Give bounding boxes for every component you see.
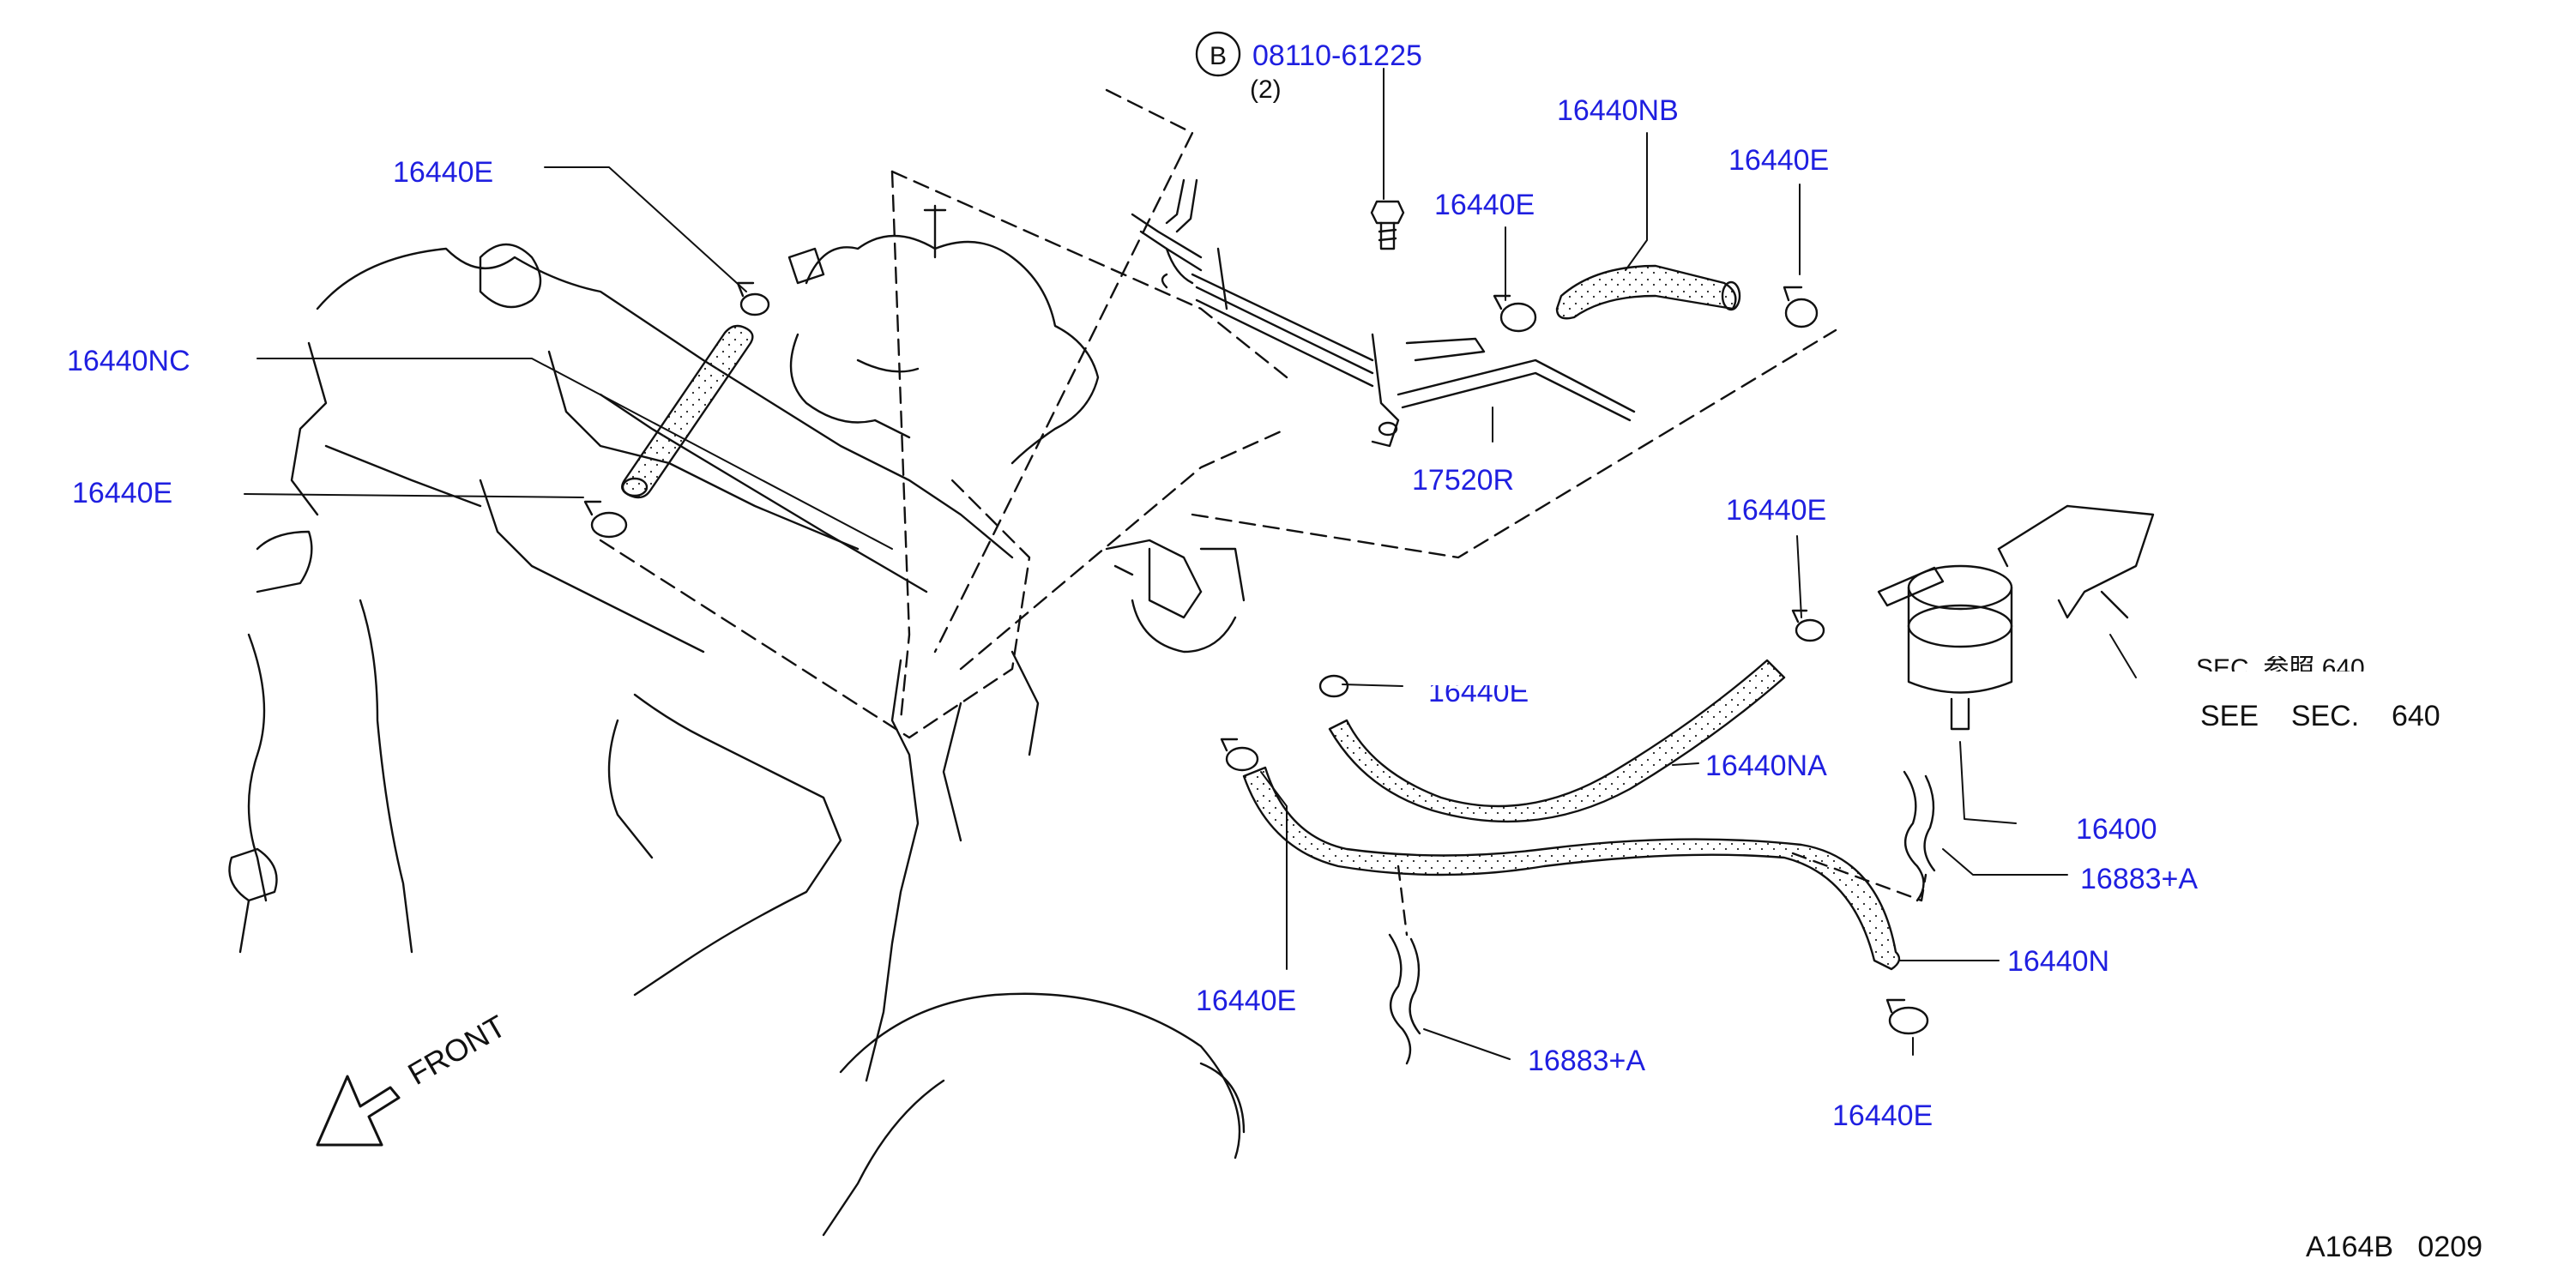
label-clamp-center-lower: 16440E xyxy=(1196,985,1297,1017)
hose-n xyxy=(1242,766,1901,971)
bolt xyxy=(1370,200,1405,250)
clamp-bottom-right xyxy=(1885,998,1929,1035)
label-bolt-code: 08110-61225 xyxy=(1252,39,1422,72)
label-see-sec: SEE SEC. 640 xyxy=(2200,700,2440,732)
label-clamp-left-mid: 16440E xyxy=(72,477,173,509)
bolt-marker-letter: B xyxy=(1210,42,1227,70)
label-clip-lower: 16883+A xyxy=(1528,1045,1646,1077)
intake-component xyxy=(787,204,1100,465)
label-ref-code: A164B 0209 xyxy=(2306,1231,2483,1263)
filter-bracket xyxy=(1997,504,2155,619)
hose-nb xyxy=(1555,264,1737,320)
clamp-left-mid xyxy=(583,500,628,539)
label-hose-na: 16440NA xyxy=(1705,750,1827,782)
clamp-center-partial xyxy=(1318,674,1349,698)
label-hose-n: 16440N xyxy=(2007,945,2110,978)
label-clip-right: 16883+A xyxy=(2080,863,2199,895)
label-clamp-top-left: 16440E xyxy=(393,156,494,189)
label-hose-nc: 16440NC xyxy=(67,345,190,377)
label-see-sec-cjk: SEC. 参照 640 xyxy=(2196,654,2365,683)
tube-assembly xyxy=(1131,178,1636,448)
label-clamp-top-mid: 16440E xyxy=(1434,189,1535,221)
front-arrow-icon xyxy=(316,1075,401,1147)
clamp-top-mid xyxy=(1493,294,1537,333)
label-clamp-top-right: 16440E xyxy=(1728,144,1830,177)
clip-lower xyxy=(1388,933,1421,1065)
label-filter: 16400 xyxy=(2076,813,2157,846)
clamp-center-lower xyxy=(1220,738,1259,772)
label-clamp-right-upper: 16440E xyxy=(1726,494,1827,527)
label-clamp-bottom-right: 16440E xyxy=(1832,1099,1934,1132)
hose-na xyxy=(1328,659,1786,823)
engine-block-outline xyxy=(228,243,1246,1237)
dashed-outline-tube xyxy=(933,88,1194,654)
fuel-filter xyxy=(1877,564,2013,731)
leader-lines xyxy=(244,68,2137,1060)
dashed-outline-left xyxy=(599,479,1031,739)
label-bolt-qty: (2) xyxy=(1250,75,1282,104)
clamp-right-upper xyxy=(1791,609,1825,642)
bolt-marker-circle xyxy=(1195,31,1241,77)
label-tube: 17520R xyxy=(1412,464,1515,497)
valve-assembly xyxy=(1105,539,1246,654)
label-clamp-center-partial: 16440E xyxy=(1428,676,1529,708)
label-hose-nb: 16440NB xyxy=(1557,94,1679,127)
clamp-top-right xyxy=(1783,286,1819,328)
clip-right xyxy=(1903,770,1936,902)
